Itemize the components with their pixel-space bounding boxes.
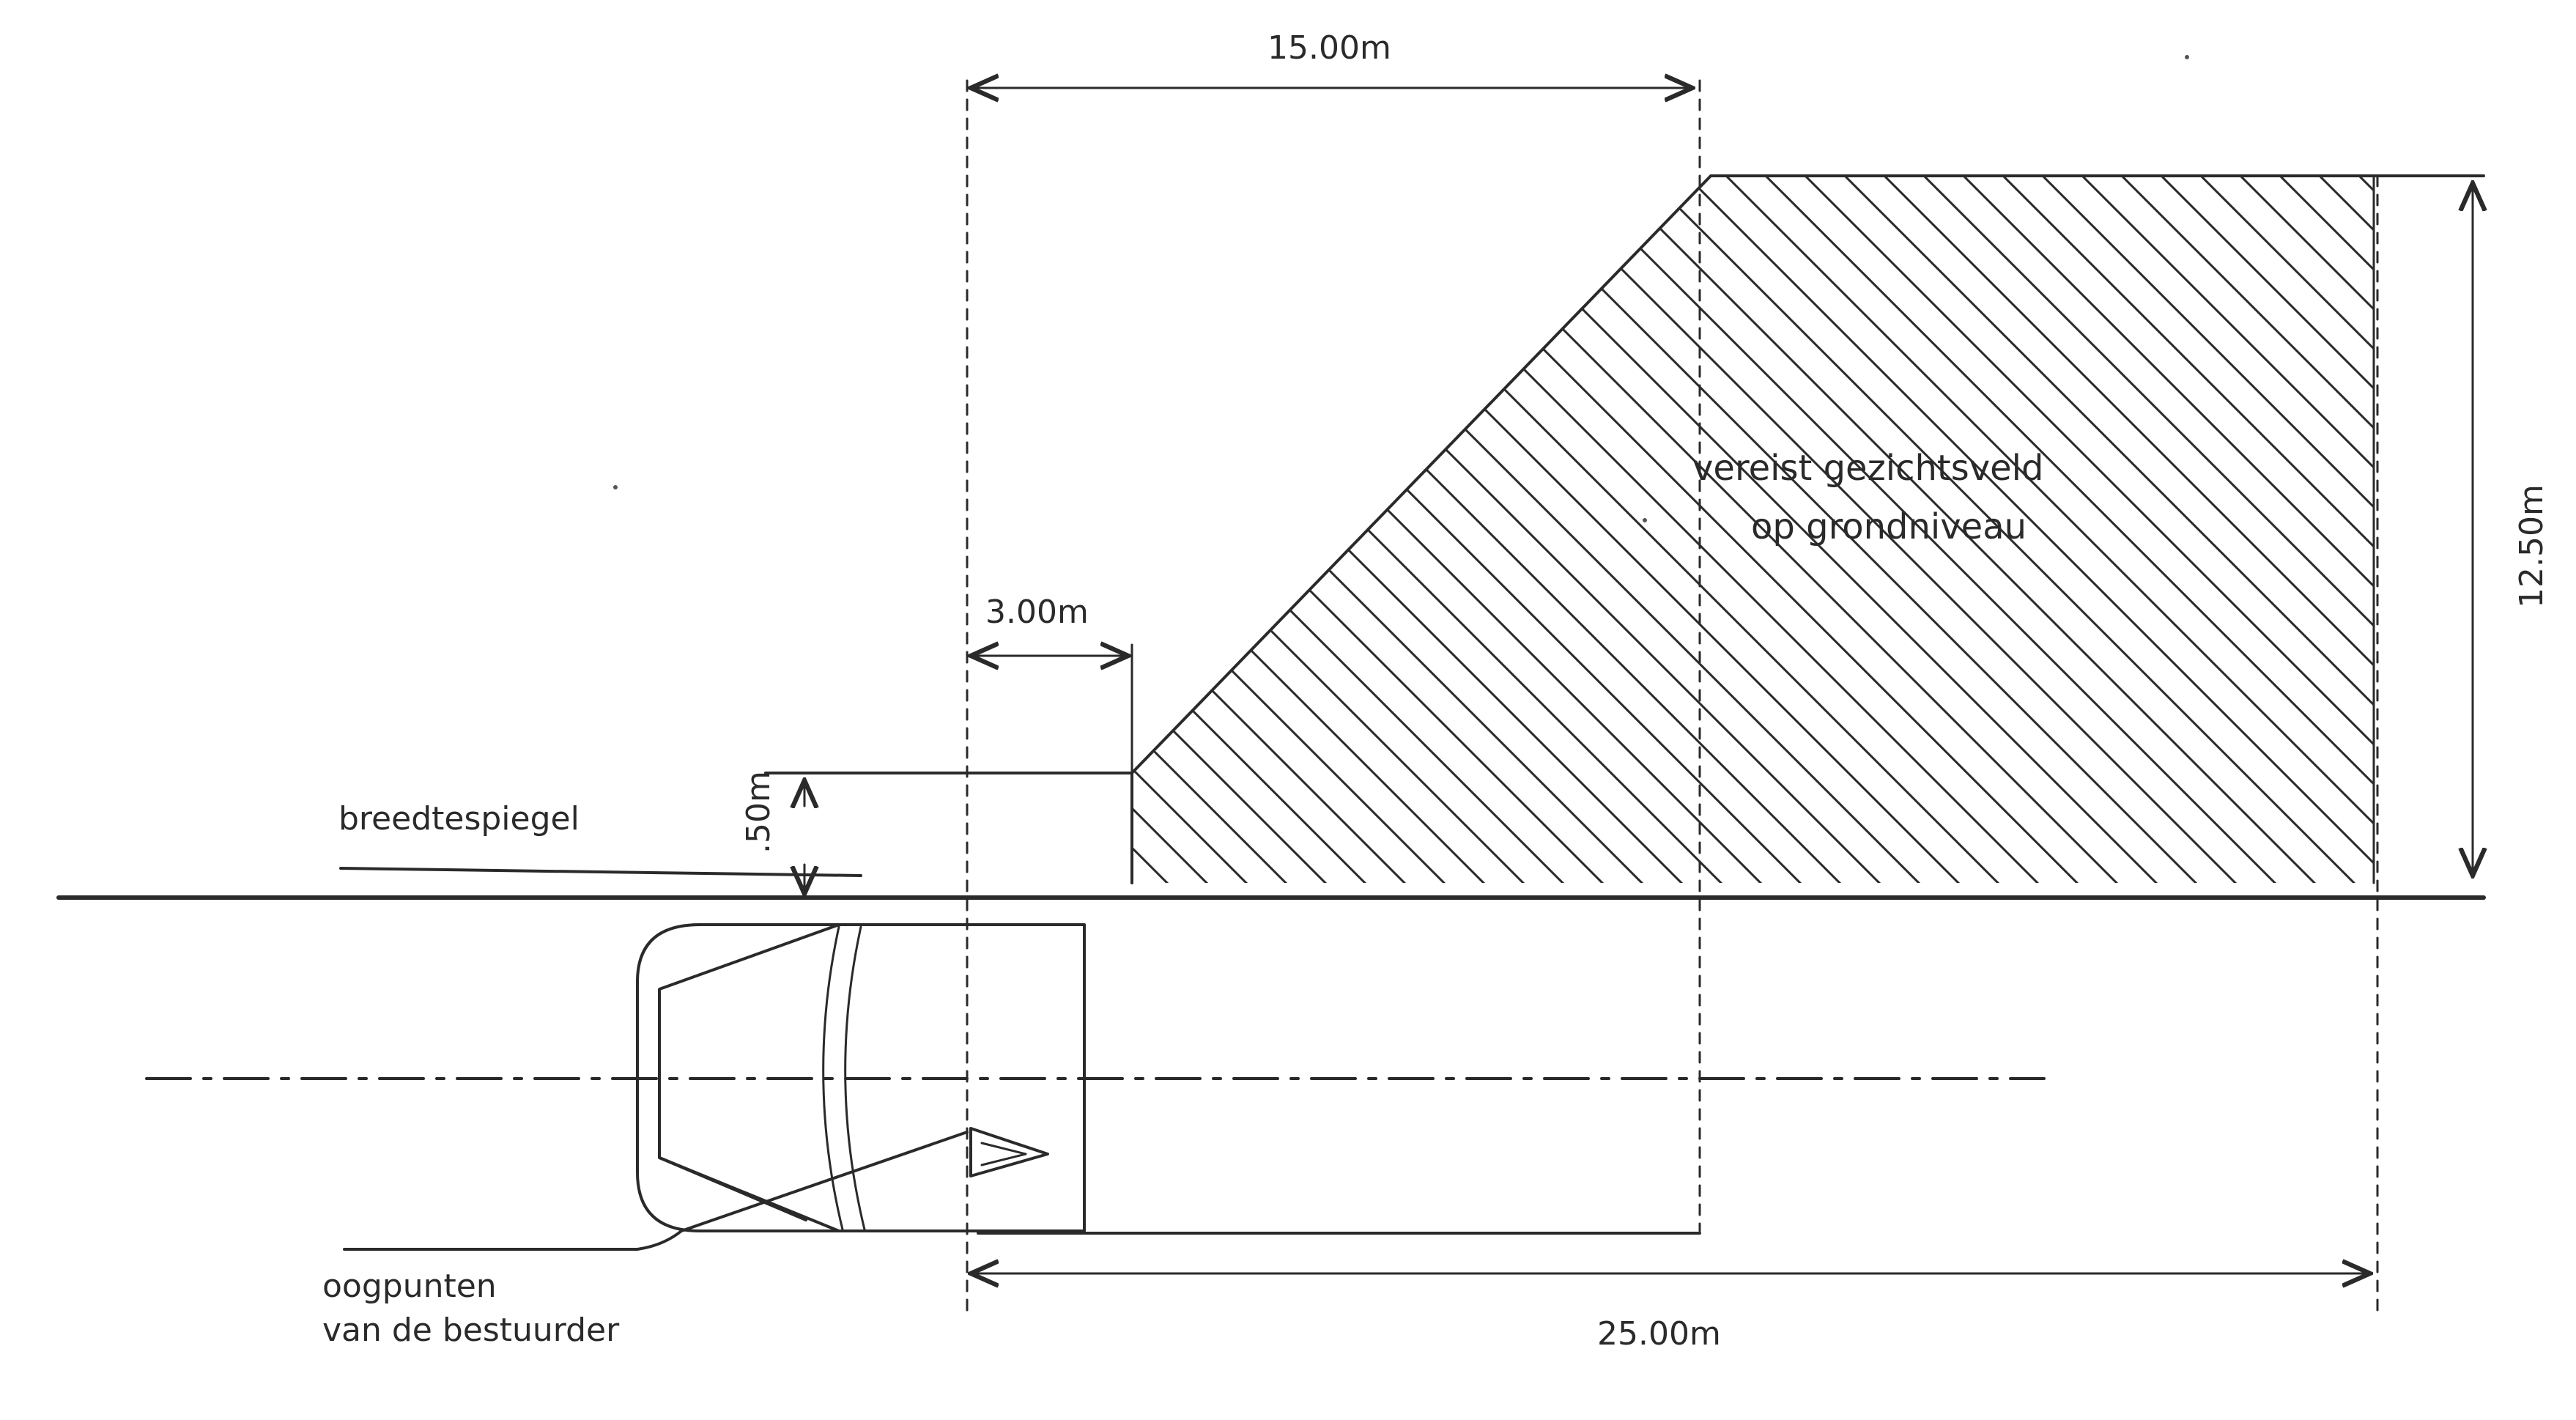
eye-point-sight-line <box>343 1131 969 1251</box>
hatch-line <box>1132 176 1558 883</box>
hatch-line <box>2409 147 2576 916</box>
hatch-line <box>1132 176 1755 883</box>
hatch-line <box>2131 176 2374 883</box>
field-label-line2: op grondniveau <box>1751 506 2027 547</box>
hatch-line <box>1132 176 1399 883</box>
hatch-line <box>1933 176 2374 883</box>
dimension-15m-label: 15.00m <box>1267 29 1391 67</box>
hatch-line <box>1132 176 1597 883</box>
hatch-line <box>1132 176 1439 883</box>
hatch-line <box>1537 176 2309 883</box>
speck <box>1643 518 1647 522</box>
hatch-line <box>1132 176 1676 883</box>
speck <box>613 485 618 489</box>
vehicle-cab <box>636 923 1086 1232</box>
hatch-line <box>1132 176 1478 883</box>
hatch-line <box>2210 176 2374 883</box>
field-boundary <box>1130 174 2485 884</box>
hatch-line <box>1695 176 2374 883</box>
dimension-050m-label: .50m <box>740 771 777 854</box>
hatch-line <box>1774 176 2374 883</box>
hatch-line <box>2051 176 2374 883</box>
hatch-line <box>1132 176 1320 883</box>
hatch-line <box>1616 176 2374 883</box>
speck <box>2185 55 2189 59</box>
eye-points-label-line1: oogpunten <box>322 1268 497 1305</box>
hatch-line <box>1132 176 1716 883</box>
hatch-line <box>1132 176 1637 883</box>
hatch-line <box>1893 176 2374 883</box>
mirror-label: breedtespiegel <box>338 800 580 837</box>
mirror-pointer-line <box>339 867 862 877</box>
hatch-line <box>2091 176 2374 883</box>
hatch-line <box>1577 176 2349 883</box>
hatch-line <box>1656 176 2374 883</box>
dimension-3m-label: 3.00m <box>985 593 1089 631</box>
hatch-line <box>1972 176 2374 883</box>
hatch-line <box>1854 176 2374 883</box>
hatch-line <box>1735 176 2374 883</box>
eye-points-label-line2: van de bestuurder <box>322 1312 620 1349</box>
field-label-line1: vereist gezichtsveld <box>1692 448 2043 489</box>
hatch-line <box>1132 176 1795 883</box>
dimension-25m-label: 25.00m <box>1597 1315 1721 1353</box>
hatch-line <box>1132 176 1281 883</box>
dimension-3m <box>971 645 1133 774</box>
hatch-line <box>1814 176 2374 883</box>
hatch-line <box>1498 176 2270 883</box>
sight-line-to-mirror <box>658 1156 807 1221</box>
hatch-line <box>1132 176 1360 883</box>
dimension-12m50-label: 12.50m <box>2513 484 2550 608</box>
hatch-line <box>1132 176 1241 883</box>
hatch-line <box>1132 176 1835 883</box>
hatch-line <box>2449 147 2576 916</box>
hatch-line <box>2012 176 2374 883</box>
hatch-line <box>1132 176 1518 883</box>
hatch-line <box>2170 176 2374 883</box>
